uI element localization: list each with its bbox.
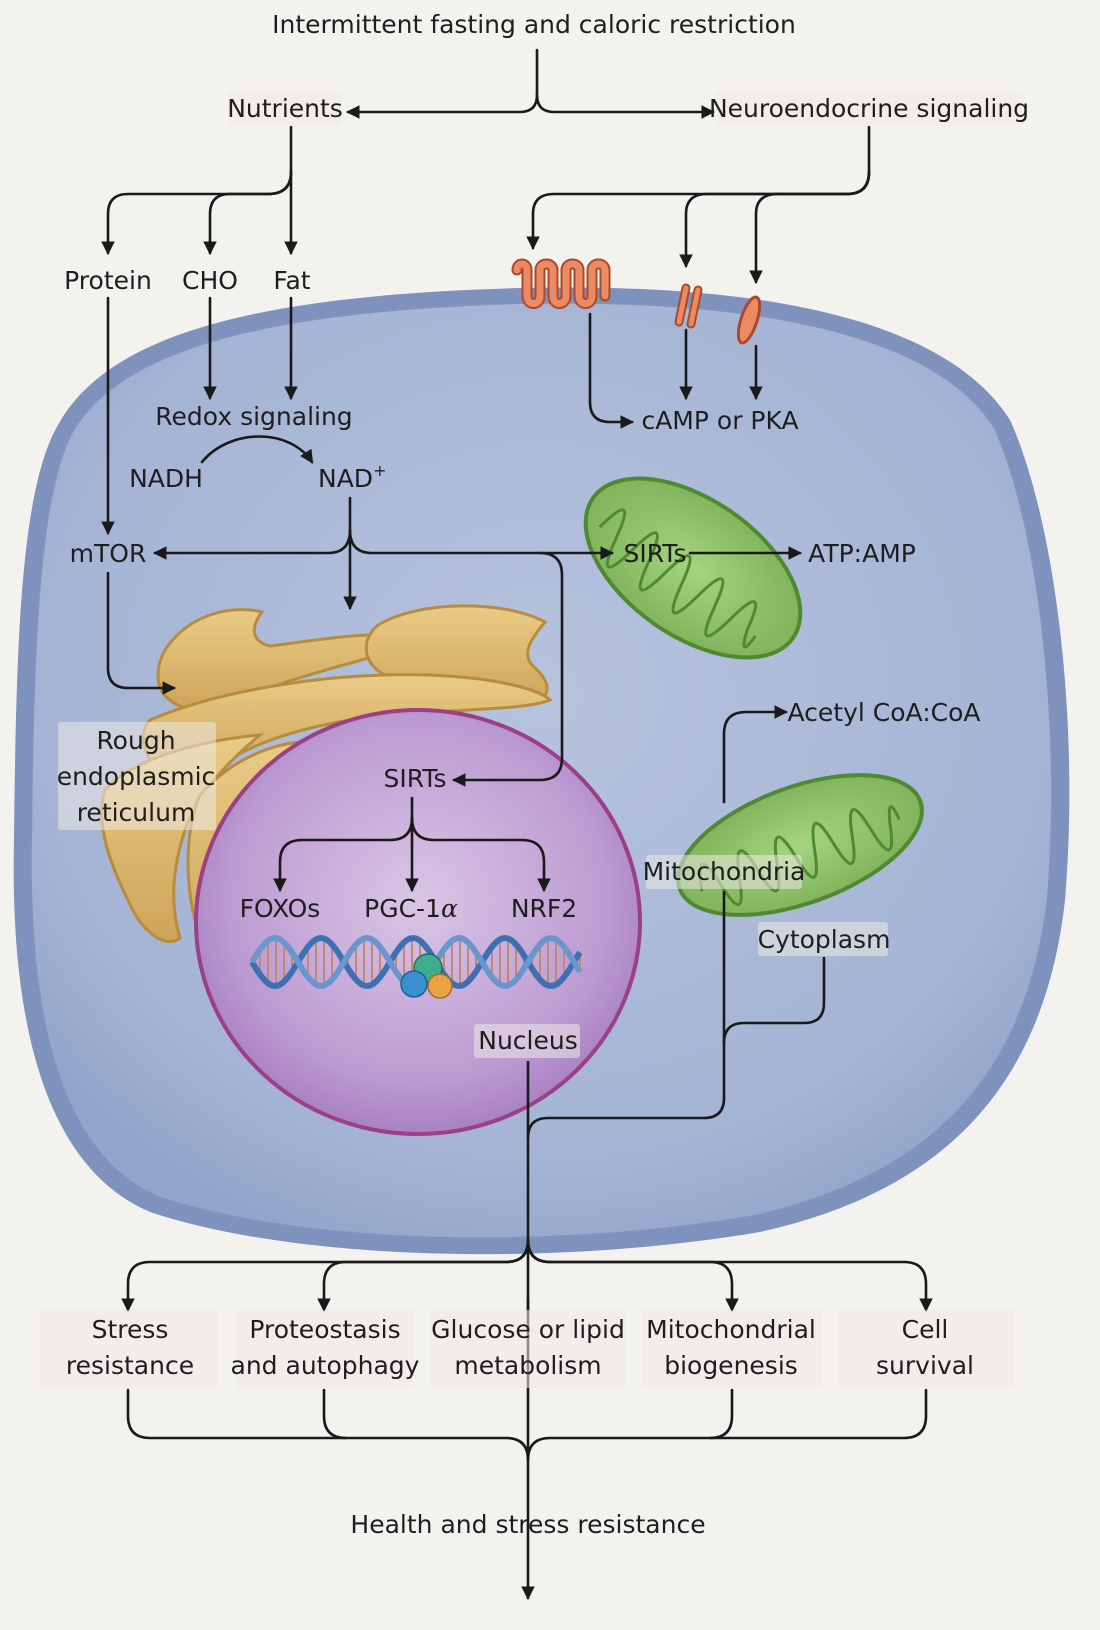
rough-er-label-1: Rough (96, 726, 175, 755)
redox-signaling-label: Redox signaling (155, 402, 352, 431)
rough-er-label-3: reticulum (77, 798, 196, 827)
rough-er-label-2: endoplasmic (57, 762, 216, 791)
outcome-proteostasis-line2: and autophagy (231, 1351, 420, 1380)
receptor-transporter (736, 295, 762, 345)
pgc-text: PGC-1 (364, 894, 441, 923)
mitochondrion-upper (583, 476, 803, 660)
cho-label: CHO (182, 266, 238, 295)
outcome-stress-line2: resistance (66, 1351, 194, 1380)
transcription-factor-blue (400, 970, 428, 998)
camp-pka-label: cAMP or PKA (641, 406, 798, 435)
nrf2-label: NRF2 (511, 894, 577, 923)
outcome-cell-survival-line1: Cell (902, 1315, 949, 1344)
outcome-cell-survival-line2: survival (876, 1351, 974, 1380)
nad-text: NAD (318, 464, 373, 493)
nadh-label: NADH (129, 464, 203, 493)
pgc-label: PGC-1α (364, 894, 458, 923)
trigger-label: Intermittent fasting and caloric restric… (272, 10, 796, 39)
outcome-metabolism-line2: metabolism (454, 1351, 601, 1380)
outcome-mito-biogenesis-line1: Mitochondrial (646, 1315, 816, 1344)
receptor-channel (674, 283, 703, 329)
mtor-label: mTOR (70, 539, 147, 568)
outcome-metabolism-line1: Glucose or lipid (431, 1315, 625, 1344)
outcome-proteostasis-line1: Proteostasis (249, 1315, 400, 1344)
outcome-mito-biogenesis-line2: biogenesis (664, 1351, 798, 1380)
transcription-factor-orange (427, 973, 453, 999)
nad-superscript: + (373, 461, 386, 480)
labels: Intermittent fasting and caloric restric… (40, 10, 1029, 1539)
gpcr-receptor (511, 258, 611, 309)
acetyl-coa-label: Acetyl CoA:CoA (788, 698, 981, 727)
nad-label: NAD+ (318, 461, 386, 493)
neuroendocrine-label: Neuroendocrine signaling (709, 94, 1029, 123)
protein-label: Protein (64, 266, 152, 295)
dna-helix (249, 935, 583, 999)
outcome-stress-line1: Stress (92, 1315, 169, 1344)
foxos-label: FOXOs (240, 894, 321, 923)
sirts-nucleus-label: SIRTs (384, 764, 447, 793)
cytoplasm-label: Cytoplasm (758, 925, 891, 954)
atp-amp-label: ATP:AMP (808, 539, 916, 568)
pgc-alpha: α (441, 894, 458, 923)
final-outcome-label: Health and stress resistance (350, 1510, 705, 1539)
fat-label: Fat (273, 266, 310, 295)
nutrients-label: Nutrients (227, 94, 343, 123)
nucleus-label: Nucleus (478, 1026, 578, 1055)
mitochondria-label: Mitochondria (643, 857, 806, 886)
sirts-mito-label: SIRTs (624, 539, 687, 568)
